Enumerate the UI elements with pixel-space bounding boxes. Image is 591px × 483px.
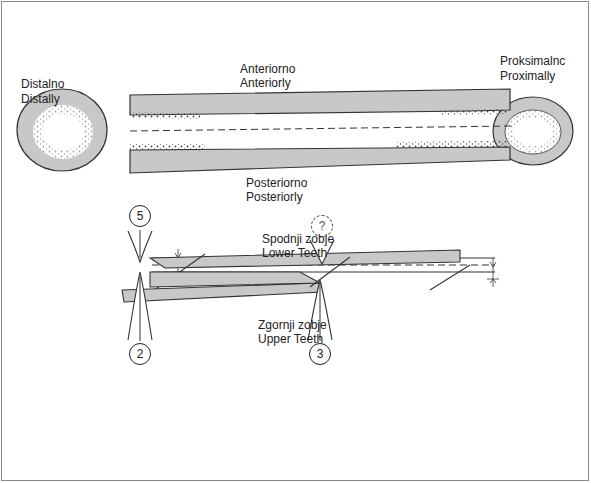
callout-circle: 3: [309, 343, 331, 365]
callout-number: 2: [137, 347, 144, 361]
anatomical-label: Posteriorly: [246, 190, 303, 204]
callout-circle: 2: [129, 343, 151, 365]
callout-number: ?: [319, 219, 326, 233]
callout-number: 5: [137, 209, 144, 223]
anatomical-label: Distalno: [21, 77, 64, 91]
anatomical-label: Distally: [21, 92, 60, 106]
callout-circle: 5: [129, 205, 151, 227]
anatomical-label: Anteriorly: [240, 76, 291, 90]
anatomical-label: Proksimalnc: [500, 54, 565, 68]
anatomical-label: Lower Teeth: [262, 246, 327, 260]
anatomical-label: Anteriorno: [240, 62, 295, 76]
anatomical-label: Proximally: [500, 69, 555, 83]
anatomical-label: Spodnji zobje: [262, 232, 334, 246]
anatomical-label: Posteriorno: [246, 176, 307, 190]
callout-number: 3: [317, 347, 324, 361]
anatomical-label: Zgornji zobje: [258, 318, 327, 332]
anatomical-label: Upper Teeth: [258, 332, 323, 346]
